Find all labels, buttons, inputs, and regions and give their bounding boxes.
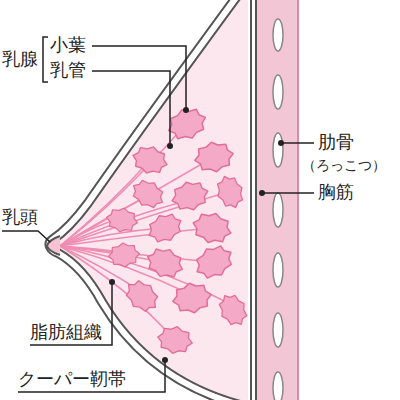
rib-group bbox=[273, 19, 283, 400]
duct bbox=[60, 158, 212, 246]
lobule bbox=[212, 172, 247, 212]
lobule bbox=[107, 242, 140, 269]
leader-dot bbox=[183, 107, 189, 113]
rib bbox=[273, 313, 283, 347]
muscle-edge bbox=[297, 0, 299, 400]
leader-dot bbox=[167, 143, 173, 149]
rib bbox=[273, 193, 283, 227]
rib bbox=[273, 75, 283, 109]
part-label: 乳頭 bbox=[2, 206, 38, 228]
part-label: （ろっこつ） bbox=[302, 157, 386, 174]
leader-line bbox=[30, 282, 112, 345]
lobule-group bbox=[105, 103, 253, 356]
rib bbox=[273, 253, 283, 287]
leader-dot bbox=[259, 190, 265, 196]
leader-dot bbox=[162, 357, 168, 363]
rib bbox=[273, 19, 283, 51]
leader-line bbox=[92, 46, 186, 110]
muscle-edge bbox=[255, 0, 257, 400]
rib bbox=[273, 372, 283, 400]
chest-muscle bbox=[256, 0, 298, 400]
lobule bbox=[155, 324, 194, 357]
lobule bbox=[105, 205, 140, 234]
leader-line bbox=[262, 192, 314, 194]
part-label: 小葉 bbox=[50, 34, 86, 56]
lobule bbox=[120, 274, 164, 317]
muscle-edge bbox=[250, 0, 252, 400]
lobule bbox=[214, 289, 253, 330]
leader-line bbox=[18, 360, 165, 392]
lobule bbox=[192, 139, 236, 175]
leader-line bbox=[2, 231, 50, 242]
part-label: 脂肪組織 bbox=[30, 321, 102, 343]
rib bbox=[273, 133, 283, 167]
lobule bbox=[130, 142, 171, 177]
duct bbox=[60, 228, 210, 246]
lobule bbox=[143, 243, 188, 282]
part-label: クーパー靭帯 bbox=[18, 368, 126, 390]
leader-dot bbox=[109, 279, 115, 285]
nipple bbox=[47, 236, 60, 255]
lobule bbox=[168, 177, 211, 214]
leader-dot bbox=[278, 140, 284, 146]
leader-line bbox=[281, 142, 314, 144]
lobule bbox=[190, 239, 239, 284]
lobule bbox=[127, 175, 168, 214]
part-label: 乳管 bbox=[50, 59, 86, 81]
part-label: 乳腺 bbox=[2, 48, 38, 70]
bracket bbox=[43, 37, 48, 82]
duct bbox=[60, 160, 150, 246]
lobule bbox=[143, 208, 186, 247]
lobule bbox=[170, 280, 214, 316]
leader-group bbox=[2, 37, 314, 392]
part-label: 胸筋 bbox=[318, 181, 354, 203]
leader-dots bbox=[109, 107, 284, 363]
lobule bbox=[189, 208, 234, 247]
leader-line bbox=[92, 71, 170, 146]
part-label: 肋骨 bbox=[318, 131, 354, 153]
